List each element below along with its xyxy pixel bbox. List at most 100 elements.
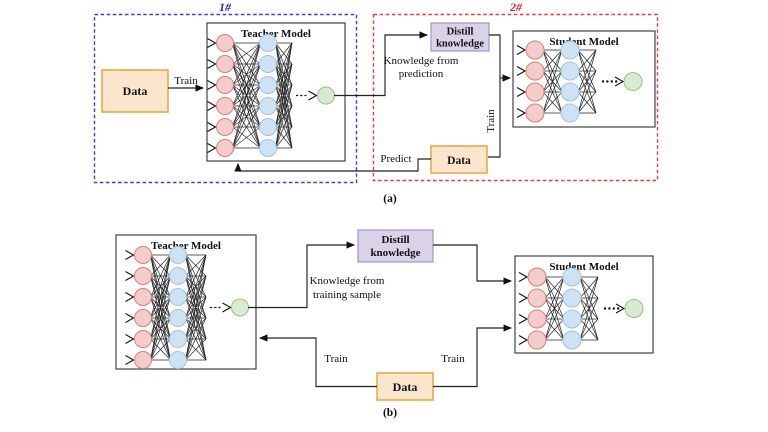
ellipsis-dot: [615, 80, 618, 83]
ellipsis-dot: [608, 307, 611, 310]
mesh-line: [544, 276, 565, 299]
mesh-line: [275, 84, 293, 149]
arrow-chevron-icon: [518, 272, 529, 282]
input-node: [216, 139, 234, 157]
mesh-line: [542, 49, 563, 93]
input-node: [216, 118, 234, 136]
arrow-chevron-icon: [516, 87, 527, 97]
input-node: [134, 351, 152, 369]
knowledge-note-b-line1: Knowledge from: [310, 275, 385, 287]
output-node: [317, 86, 335, 105]
input-node: [527, 330, 547, 350]
mesh-line: [577, 70, 597, 114]
input-node: [527, 309, 547, 329]
arrow-chevron-icon: [615, 303, 626, 314]
mesh-line: [544, 318, 565, 341]
arrow-chevron-icon: [207, 59, 217, 69]
arrow-chevron-icon: [516, 66, 527, 76]
arrow-chevron-icon: [222, 302, 232, 313]
hidden-node: [259, 55, 277, 73]
output-node: [623, 72, 643, 91]
hidden-node: [562, 288, 582, 308]
mesh-line: [275, 63, 293, 149]
mesh-line: [185, 254, 207, 277]
mesh-line: [542, 91, 563, 114]
train-vertical-label-a: Train: [485, 109, 497, 133]
hidden-node: [259, 97, 277, 115]
ellipsis-dot: [606, 80, 609, 83]
arrow-chevron-icon: [518, 314, 529, 324]
hidden-node: [169, 351, 187, 369]
mesh-line: [579, 276, 599, 299]
teacher-network-b: [125, 246, 249, 369]
arrow-predict-to-teacher-a: [234, 158, 431, 172]
mesh-line: [150, 317, 171, 361]
hidden-node: [259, 34, 277, 52]
arrow-teacher-to-distill-a: [334, 31, 429, 97]
data-box-b: [376, 372, 434, 401]
mesh-line: [544, 276, 565, 320]
hidden-node: [169, 267, 187, 285]
mesh-line: [232, 63, 261, 149]
mesh-line: [150, 254, 171, 277]
input-node: [525, 61, 545, 81]
data-box-a-input-label: Data: [123, 84, 148, 98]
panel-b: Teacher Model Knowledge from training sa…: [115, 229, 654, 419]
input-node: [134, 288, 152, 306]
mesh-line: [275, 42, 293, 149]
input-node: [525, 40, 545, 60]
hidden-node: [560, 61, 580, 81]
stage1-label: 1#: [219, 0, 232, 14]
mesh-line: [150, 296, 171, 361]
knowledge-note-a-line2: prediction: [399, 68, 444, 80]
arrow-chevron-icon: [125, 355, 135, 365]
mesh-line: [150, 254, 171, 319]
mesh-line: [185, 254, 207, 340]
distill-box-b-line1: Distill: [381, 234, 409, 246]
predict-label-a: Predict: [380, 153, 411, 165]
hidden-node: [560, 103, 580, 123]
mesh-line: [232, 42, 261, 65]
arrow-teacher-to-distill-b: [248, 241, 356, 309]
mesh-line: [232, 126, 261, 149]
mesh-line: [544, 276, 565, 341]
input-node: [525, 82, 545, 102]
hidden-node: [259, 76, 277, 94]
mesh-line: [232, 84, 261, 149]
arrow-chevron-icon: [125, 292, 135, 302]
mesh-line: [579, 276, 599, 320]
mesh-line: [185, 254, 207, 298]
hidden-node: [169, 309, 187, 327]
arrow-chevron-icon: [518, 293, 529, 303]
ellipsis-dot: [603, 307, 607, 310]
mesh-line: [275, 42, 293, 65]
arrow-chevron-icon: [125, 271, 135, 281]
arrow-chevron-icon: [125, 313, 135, 323]
input-node: [216, 55, 234, 73]
student-model-title-a: Student Model: [549, 36, 618, 48]
hidden-node: [169, 330, 187, 348]
arrow-chevron-icon: [125, 250, 135, 260]
mesh-line: [232, 105, 261, 149]
mesh-line: [544, 297, 565, 341]
student-network-b: [518, 267, 644, 350]
knowledge-note-a-line1: Knowledge from: [384, 55, 459, 67]
mesh-line: [185, 254, 207, 361]
mesh-line: [232, 42, 261, 128]
mesh-line: [577, 91, 597, 114]
mesh-line: [579, 318, 599, 341]
mesh-line: [275, 42, 293, 107]
input-node: [134, 246, 152, 264]
caption-a: (a): [383, 193, 397, 205]
panel-a: 1# 2# Data Train Teacher Model Knowledge…: [93, 0, 659, 205]
distill-box-a-line1: Distill: [447, 27, 474, 38]
arrow-chevron-icon: [125, 334, 135, 344]
input-node: [216, 97, 234, 115]
mesh-line: [150, 254, 171, 340]
arrow-chevron-icon: [516, 45, 527, 55]
stage2-label: 2#: [509, 0, 523, 14]
mesh-line: [542, 49, 563, 114]
mesh-line: [275, 105, 293, 149]
arrow-chevron-icon: [207, 101, 217, 111]
